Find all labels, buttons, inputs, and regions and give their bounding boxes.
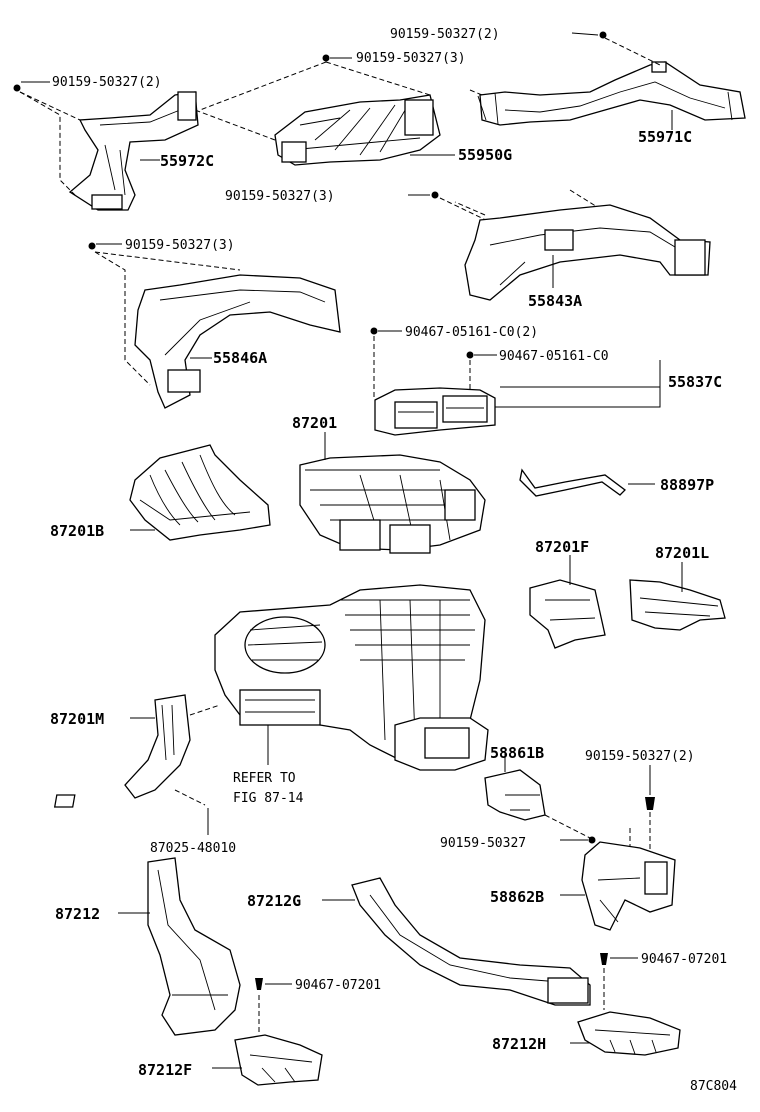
callout-90467-07201-right: 90467-07201 bbox=[641, 952, 727, 967]
duct-87212f bbox=[234, 1034, 323, 1086]
callout-58862b: 58862B bbox=[490, 888, 544, 906]
bolt-icon bbox=[322, 54, 330, 62]
callout-87201m: 87201M bbox=[50, 710, 104, 728]
clip-icon bbox=[600, 953, 608, 965]
duct-87212g bbox=[351, 877, 591, 1006]
callout-87201l: 87201L bbox=[655, 544, 709, 562]
case-87201 bbox=[299, 454, 486, 554]
bolt-icon bbox=[13, 84, 21, 92]
label-sticker bbox=[53, 794, 76, 808]
callout-90159-50327-2-left: 90159-50327(2) bbox=[52, 75, 162, 90]
duct-87201f bbox=[529, 579, 606, 649]
refer-line-2: FIG 87-14 bbox=[233, 791, 304, 806]
callout-90159-50327-2-right: 90159-50327(2) bbox=[585, 749, 695, 764]
callout-55846a: 55846A bbox=[213, 349, 267, 367]
duct-55950g bbox=[274, 94, 441, 166]
duct-55843a bbox=[464, 204, 711, 301]
callout-87212f: 87212F bbox=[138, 1061, 192, 1079]
callout-90159-50327-lower: 90159-50327 bbox=[440, 836, 526, 851]
clip-icon bbox=[370, 327, 378, 335]
callout-90159-50327-3-top: 90159-50327(3) bbox=[356, 51, 466, 66]
ac-unit-assembly bbox=[214, 584, 489, 771]
refer-line-1: REFER TO bbox=[233, 771, 296, 786]
clip-icon bbox=[466, 351, 474, 359]
duct-55846a bbox=[134, 274, 341, 409]
bolt-icon bbox=[88, 242, 96, 250]
callout-55837c: 55837C bbox=[668, 373, 722, 391]
callout-87201b: 87201B bbox=[50, 522, 104, 540]
figure-code: 87C804 bbox=[690, 1079, 737, 1094]
bolt-icon bbox=[588, 836, 596, 844]
hose-88897p bbox=[519, 468, 626, 497]
callout-90159-50327-3-left: 90159-50327(3) bbox=[125, 238, 235, 253]
callout-87212g: 87212G bbox=[247, 892, 301, 910]
callout-88897p: 88897P bbox=[660, 476, 714, 494]
callout-87212: 87212 bbox=[55, 905, 100, 923]
bolt-icon bbox=[599, 31, 607, 39]
callout-55971c: 55971C bbox=[638, 128, 692, 146]
duct-58861b bbox=[484, 769, 546, 821]
duct-58862b bbox=[581, 841, 676, 931]
callout-90467-05161-c0-2: 90467-05161-C0(2) bbox=[405, 325, 538, 340]
callout-90159-50327-2-top: 90159-50327(2) bbox=[390, 27, 500, 42]
callout-87201: 87201 bbox=[292, 414, 337, 432]
bolt-icon bbox=[645, 797, 655, 810]
bolt-icon bbox=[431, 191, 439, 199]
callout-90467-05161-c0: 90467-05161-C0 bbox=[499, 349, 609, 364]
duct-87212h bbox=[577, 1011, 681, 1056]
duct-87201b bbox=[129, 444, 271, 541]
duct-87201m bbox=[124, 694, 191, 799]
duct-87212 bbox=[147, 857, 241, 1036]
callout-55843a: 55843A bbox=[528, 292, 582, 310]
duct-55972c bbox=[68, 91, 199, 211]
register-55837c bbox=[374, 387, 496, 436]
duct-55971c bbox=[477, 61, 746, 126]
callout-55950g: 55950G bbox=[458, 146, 512, 164]
clip-icon bbox=[255, 978, 263, 990]
callout-87212h: 87212H bbox=[492, 1035, 546, 1053]
callout-55972c: 55972C bbox=[160, 152, 214, 170]
duct-87201l bbox=[629, 579, 726, 631]
callout-90159-50327-3-mid: 90159-50327(3) bbox=[225, 189, 335, 204]
callout-87201f: 87201F bbox=[535, 538, 589, 556]
callout-87025-48010: 87025-48010 bbox=[150, 841, 236, 856]
callout-58861b: 58861B bbox=[490, 744, 544, 762]
callout-90467-07201-left: 90467-07201 bbox=[295, 978, 381, 993]
